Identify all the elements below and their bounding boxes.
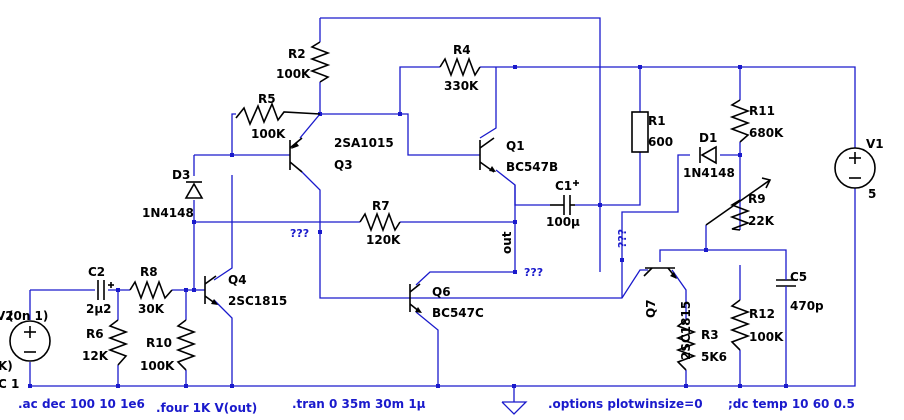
capacitor-c1 — [550, 180, 579, 215]
r3-ref: R3 — [701, 328, 719, 342]
resistor-r9 — [705, 177, 772, 231]
diode-d1 — [699, 145, 717, 165]
v2-value: (0n 1) — [8, 309, 48, 323]
transistor-q6 — [409, 283, 422, 313]
transistor-q7 — [643, 267, 677, 279]
c5-ref: C5 — [790, 270, 807, 284]
r3-value: 5K6 — [701, 350, 727, 364]
voltage-source-v2 — [9, 320, 51, 362]
r9-ref: R9 — [748, 192, 766, 206]
q1-ref: Q1 — [506, 139, 525, 153]
r8-ref: R8 — [140, 265, 158, 279]
r4-value: 330K — [444, 79, 479, 93]
resistor-r12 — [729, 299, 751, 351]
v2-ref: V2 — [0, 309, 14, 323]
r4-ref: R4 — [453, 43, 471, 57]
resistor-r8 — [129, 279, 173, 301]
v2-extra2: C 1 — [0, 377, 19, 391]
directive-ac: .ac dec 100 10 1e6 — [18, 397, 145, 411]
q3-value: 2SA1015 — [334, 136, 394, 150]
q4-value: 2SC1815 — [228, 294, 287, 308]
resistor-r7 — [359, 211, 401, 233]
c2-ref: C2 — [88, 265, 105, 279]
r11-ref: R11 — [749, 104, 775, 118]
v1-ref: V1 — [866, 137, 884, 151]
directive-four: .four 1K V(out) — [156, 401, 257, 415]
transistor-q3 — [289, 137, 303, 173]
transistor-q1 — [479, 137, 496, 173]
q7-value: 2SC1815 — [679, 301, 693, 360]
v2-extra1: K) — [0, 359, 13, 373]
r10-value: 100K — [140, 359, 175, 373]
resistor-r11 — [729, 99, 751, 143]
r1-ref: R1 — [648, 114, 666, 128]
c1-value: 100µ — [546, 215, 580, 229]
resistor-r4 — [439, 56, 481, 78]
directive-tran: .tran 0 35m 30m 1µ — [292, 397, 426, 411]
q4-ref: Q4 — [228, 273, 247, 287]
q6-value: BC547C — [432, 306, 484, 320]
diode-d3 — [184, 181, 204, 199]
unknown-label-1: ??? — [290, 227, 309, 240]
r7-ref: R7 — [372, 199, 390, 213]
directive-dc: ;dc temp 10 60 0.5 — [728, 397, 855, 411]
r1-value: 600 — [648, 135, 673, 149]
r12-value: 100K — [749, 330, 784, 344]
d3-value: 1N4148 — [142, 206, 194, 220]
q3-ref: Q3 — [334, 158, 353, 172]
q7-ref: Q7 — [644, 299, 658, 318]
resistor-r10 — [175, 319, 197, 371]
directive-options: .options plotwinsize=0 — [548, 397, 703, 411]
r6-ref: R6 — [86, 327, 104, 341]
d1-ref: D1 — [699, 131, 717, 145]
c1-ref: C1 — [555, 179, 572, 193]
ground-symbol — [501, 401, 528, 415]
q1-value: BC547B — [506, 160, 558, 174]
resistor-r2 — [309, 41, 331, 83]
r7-value: 120K — [366, 233, 401, 247]
r10-ref: R10 — [146, 336, 172, 350]
resistor-r3 — [675, 319, 697, 371]
resistor-r1 — [631, 111, 649, 153]
v1-value: 5 — [868, 187, 876, 201]
voltage-source-v1 — [834, 147, 876, 189]
r12-ref: R12 — [749, 307, 775, 321]
d3-ref: D3 — [172, 168, 190, 182]
unknown-label-3: ??? — [616, 229, 629, 248]
unknown-label-2: ??? — [524, 266, 543, 279]
r2-value: 100K — [276, 67, 311, 81]
wires — [29, 17, 856, 402]
r11-value: 680K — [749, 126, 784, 140]
r5-ref: R5 — [258, 92, 276, 106]
resistor-r6 — [107, 319, 129, 366]
r6-value: 12K — [82, 349, 109, 363]
transistor-q4 — [204, 275, 218, 305]
q6-ref: Q6 — [432, 285, 451, 299]
d1-value: 1N4148 — [683, 166, 735, 180]
c2-value: 2µ2 — [86, 302, 112, 316]
c5-value: 470p — [790, 299, 824, 313]
resistor-r5 — [235, 101, 321, 127]
r5-value: 100K — [251, 127, 286, 141]
capacitor-c5 — [776, 265, 796, 300]
out-label: out — [500, 231, 514, 254]
r2-ref: R2 — [288, 47, 306, 61]
r9-value: 22K — [748, 214, 775, 228]
r8-value: 30K — [138, 302, 165, 316]
capacitor-c2 — [97, 280, 114, 300]
